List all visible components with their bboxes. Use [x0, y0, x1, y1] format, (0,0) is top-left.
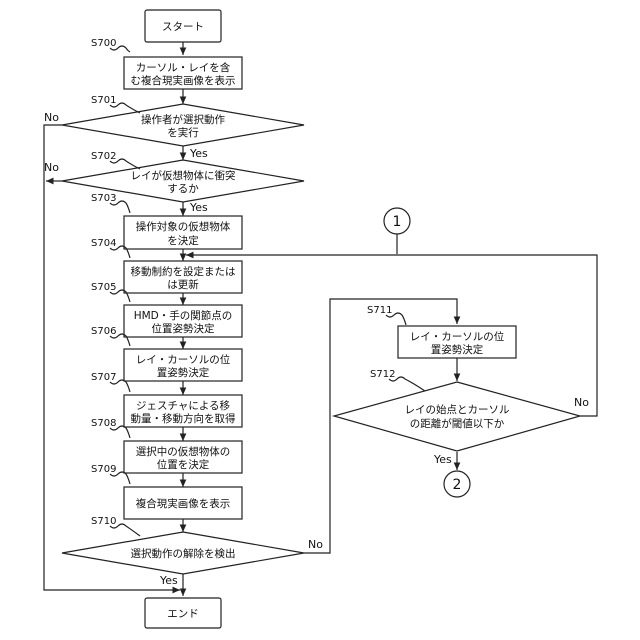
s712-line2: の距離が閾値以下か: [410, 417, 505, 430]
s704-line2: は更新: [167, 278, 199, 291]
s701-line2: を実行: [167, 126, 199, 139]
s711-line2: 置姿勢決定: [431, 343, 484, 356]
s707-id: S707: [91, 372, 116, 383]
s702-no-label: No: [44, 161, 59, 174]
s702-yes-label: Yes: [189, 201, 208, 214]
s701-id: S701: [91, 95, 116, 106]
s710-decision: 選択動作の解除を検出: [62, 532, 304, 574]
s710-line1: 選択動作の解除を検出: [131, 547, 236, 560]
s712-decision: レイの始点とカーソル の距離が閾値以下か: [334, 382, 580, 451]
end-terminal: エンド: [145, 598, 221, 628]
start-terminal: スタート: [145, 10, 221, 42]
s708-line1: 選択中の仮想物体の: [136, 445, 231, 458]
s706-line2: 置姿勢決定: [157, 366, 210, 379]
s709-box: 複合現実画像を表示: [124, 487, 242, 519]
s705-line1: HMD・手の関節点の: [134, 309, 233, 322]
s706-line1: レイ・カーソルの位: [136, 353, 231, 366]
s708-line2: 位置を決定: [157, 458, 210, 471]
end-label: エンド: [167, 608, 199, 620]
s707-box: ジェスチャによる移 動量・移動方向を取得: [124, 395, 242, 427]
s702-id: S702: [91, 151, 116, 162]
s708-box: 選択中の仮想物体の 位置を決定: [124, 441, 242, 473]
connector-2: 2: [444, 471, 470, 497]
connector-2-label: 2: [453, 477, 462, 493]
s703-line2: を決定: [167, 234, 199, 247]
s711-id: S711: [367, 305, 392, 316]
s706-box: レイ・カーソルの位 置姿勢決定: [124, 349, 242, 381]
s700-box: カーソル・レイを含 む複合現実画像を表示: [124, 57, 242, 89]
s710-id: S710: [91, 516, 116, 527]
s707-line2: 動量・移動方向を取得: [131, 412, 236, 425]
s701-line1: 操作者が選択動作: [141, 113, 225, 126]
s710-no-label: No: [308, 538, 323, 551]
s712-id: S712: [370, 369, 395, 380]
connector-1: 1: [384, 208, 410, 234]
s712-yes-label: Yes: [433, 453, 452, 466]
s700-id: S700: [91, 38, 116, 49]
s703-id: S703: [91, 193, 116, 204]
s704-id: S704: [91, 238, 116, 249]
s712-no-label: No: [574, 396, 589, 409]
s712-line1: レイの始点とカーソル: [405, 403, 510, 416]
s705-id: S705: [91, 282, 116, 293]
s709-line1: 複合現実画像を表示: [136, 497, 231, 510]
s707-line1: ジェスチャによる移: [136, 399, 231, 412]
s702-line1: レイが仮想物体に衝突: [131, 169, 236, 182]
s701-decision: 操作者が選択動作 を実行: [62, 104, 304, 146]
s705-box: HMD・手の関節点の 位置姿勢決定: [124, 305, 242, 337]
s704-line1: 移動制約を設定または: [131, 265, 236, 278]
s711-box: レイ・カーソルの位 置姿勢決定: [398, 326, 516, 358]
s706-id: S706: [91, 326, 116, 337]
s708-id: S708: [91, 418, 116, 429]
s709-id: S709: [91, 464, 116, 475]
s701-yes-label: Yes: [189, 147, 208, 160]
s702-line2: するか: [167, 183, 199, 195]
s700-line2: む複合現実画像を表示: [131, 74, 236, 87]
s703-line1: 操作対象の仮想物体: [136, 220, 231, 233]
start-label: スタート: [162, 21, 204, 33]
s705-line2: 位置姿勢決定: [152, 322, 215, 335]
s710-yes-label: Yes: [159, 574, 178, 587]
s700-line1: カーソル・レイを含: [136, 61, 231, 74]
connector-1-label: 1: [393, 214, 402, 230]
s703-box: 操作対象の仮想物体 を決定: [124, 216, 242, 249]
s704-box: 移動制約を設定または は更新: [124, 261, 242, 293]
s701-no-label: No: [44, 111, 59, 124]
s711-line1: レイ・カーソルの位: [410, 330, 505, 343]
